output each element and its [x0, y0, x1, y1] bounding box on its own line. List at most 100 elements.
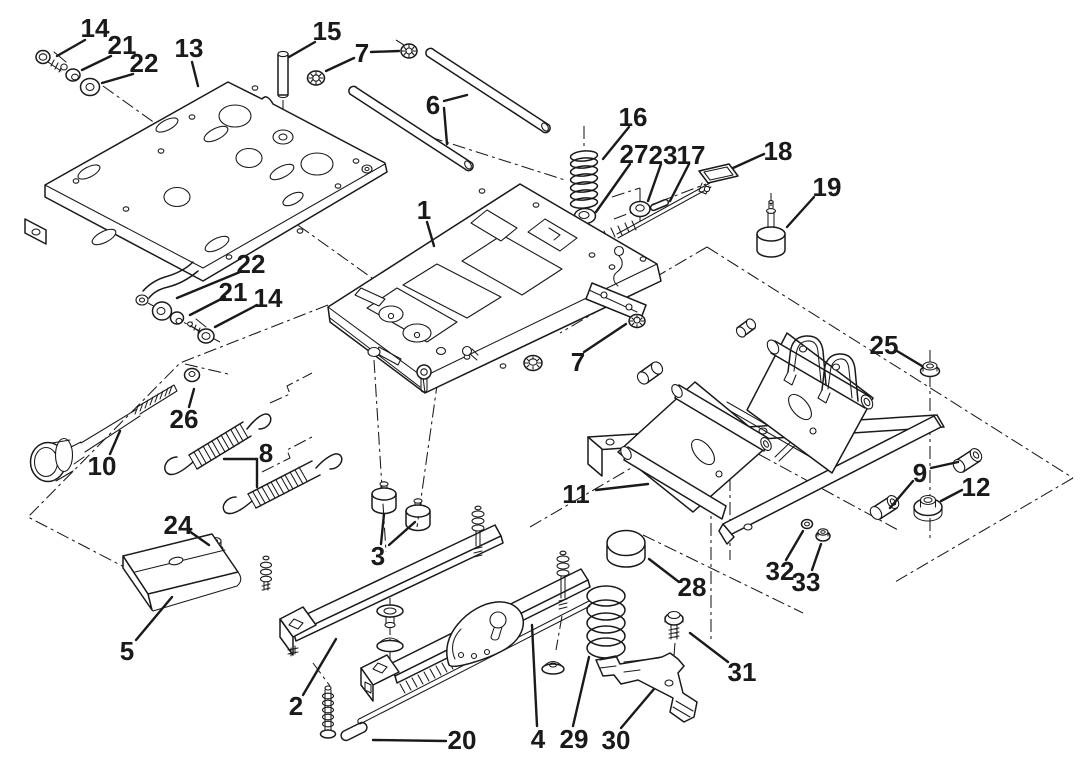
callout-leader-9 [929, 460, 960, 470]
callout-leader-5 [134, 595, 174, 642]
part-32-washer [800, 518, 814, 530]
callout-label-13: 13 [175, 33, 204, 63]
callout-label-7: 7 [571, 347, 585, 377]
part-29-compression-spring [586, 585, 626, 659]
part-13-upper-mounting-plate [24, 81, 388, 306]
part-1-seat-pan-plate [327, 183, 662, 394]
part-17-pin [649, 198, 670, 212]
callout-label-5: 5 [120, 636, 134, 666]
callout-leader-23 [646, 162, 663, 203]
callout-label-17: 17 [677, 140, 706, 170]
part-6-support-rods [348, 47, 551, 172]
callout-leader-32 [784, 529, 805, 562]
callout-leader-12 [939, 488, 964, 503]
callout-leader-31 [688, 631, 730, 664]
callout-leader-24 [187, 529, 211, 547]
part-21-grommet [65, 68, 81, 82]
part-28-cap [606, 529, 646, 568]
callout-leader-11 [594, 482, 650, 492]
callout-leader-18 [731, 152, 766, 170]
callout-leader-28 [647, 557, 681, 584]
part-22-washer [79, 77, 101, 97]
callout-leader-6 [442, 106, 449, 146]
callout-leader-33 [810, 542, 823, 572]
part-33-flange-nut [815, 528, 831, 542]
callout-label-32: 32 [766, 556, 795, 586]
part-8-extension-springs [164, 413, 343, 515]
callout-label-21: 21 [108, 30, 137, 60]
part-23-washer [629, 200, 651, 218]
callout-leader-29 [571, 655, 591, 728]
callout-label-10: 10 [88, 451, 117, 481]
callout-leader-4 [530, 623, 539, 728]
callout-label-22: 22 [237, 249, 266, 279]
part-31-hex-bolt [664, 610, 684, 640]
callout-label-3: 3 [371, 541, 385, 571]
callout-label-11: 11 [562, 479, 590, 509]
callout-label-14: 14 [254, 283, 283, 313]
part-11-suspension-frame [587, 318, 945, 545]
part-22-washer-lower [151, 301, 173, 321]
callout-leader-10 [108, 429, 122, 456]
callout-leader-14 [213, 303, 259, 329]
callout-label-1: 1 [417, 195, 431, 225]
callout-label-8: 8 [259, 438, 273, 468]
part-12-flanged-bushing [913, 494, 943, 522]
callout-leader-9 [888, 479, 915, 510]
callout-leader-8 [222, 457, 259, 489]
callout-label-30: 30 [602, 725, 631, 755]
callout-leader-20 [371, 738, 448, 743]
part-16-compression-spring [569, 150, 599, 209]
callout-label-23: 23 [649, 140, 678, 170]
callout-leader-16 [601, 125, 631, 161]
callout-label-21: 21 [219, 277, 248, 307]
callout-label-15: 15 [313, 16, 342, 46]
callout-leader-15 [287, 40, 317, 59]
callout-label-4: 4 [531, 724, 546, 754]
callout-label-31: 31 [728, 657, 757, 687]
part-3-rubber-bumpers [371, 481, 431, 532]
callout-leader-26 [187, 387, 196, 409]
part-21-grommet-lower [169, 311, 185, 325]
callout-leader-21 [188, 295, 227, 317]
callout-label-2: 2 [289, 691, 303, 721]
callout-label-16: 16 [619, 102, 648, 132]
part-15-clevis-pin [277, 50, 289, 99]
callout-leader-17 [668, 162, 691, 203]
part-20-roll-pin [340, 721, 368, 742]
callout-label-27: 27 [620, 139, 649, 169]
part-18-latch-clip [603, 163, 739, 241]
callout-label-9: 9 [913, 458, 927, 488]
part-25-flange-nut [919, 361, 941, 378]
callout-label-33: 33 [792, 567, 821, 597]
callout-leader-7 [582, 322, 628, 354]
part-10-adjuster-knob-rod [29, 384, 178, 483]
callout-leader-7 [369, 49, 401, 54]
part-2-slide-rail-upper [259, 524, 504, 739]
callout-leader-22 [175, 270, 242, 300]
callout-leader-22 [100, 72, 135, 85]
callout-leader-30 [619, 687, 656, 730]
callout-label-7: 7 [355, 38, 369, 68]
part-26-washer [183, 367, 201, 383]
callout-label-12: 12 [962, 472, 991, 502]
part-14-shoulder-bolt-lower [187, 318, 215, 344]
callout-label-25: 25 [870, 330, 899, 360]
part-9-bushings [869, 448, 983, 520]
callout-leader-7 [324, 56, 356, 73]
callout-leader-3 [387, 520, 417, 547]
part-7-push-nut [306, 43, 418, 86]
callout-label-19: 19 [813, 172, 842, 202]
callout-leader-1 [425, 220, 436, 248]
callout-leader-19 [785, 195, 816, 229]
callout-leader-3 [379, 512, 386, 546]
callout-leader-21 [80, 54, 113, 72]
callout-label-20: 20 [448, 725, 477, 755]
part-30-latch-bracket [595, 652, 698, 723]
callout-leader-6 [442, 93, 469, 103]
part-4-slide-rail-lower [357, 505, 591, 725]
callout-leader-25 [895, 349, 924, 368]
callout-leader-14 [55, 38, 87, 58]
